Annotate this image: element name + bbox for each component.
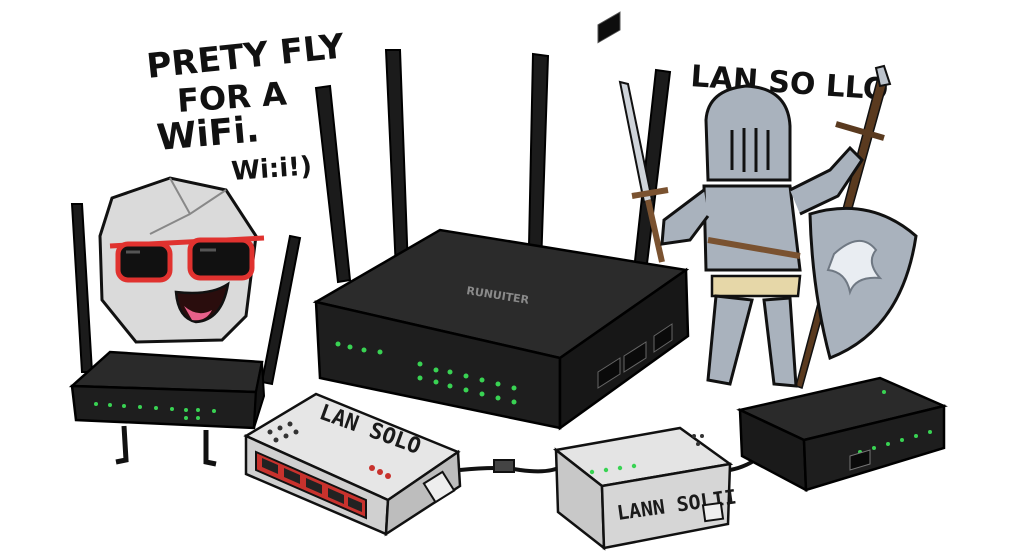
left-router [68, 203, 302, 467]
left-antenna-1 [70, 203, 94, 373]
sunglasses-icon [109, 235, 265, 283]
router-ethernet-ports [597, 11, 673, 389]
shield-eagle-emblem [826, 240, 883, 296]
hub-front-face [600, 462, 732, 550]
right-router-port [849, 449, 871, 471]
helmet-visor [730, 128, 770, 172]
main-router: RUNUITER [312, 11, 690, 431]
caption-line-2: FOR A [176, 74, 288, 120]
hub-leds [589, 463, 637, 475]
hub-vent-grid [692, 434, 704, 446]
caption-line-4: Wi:i!) [230, 151, 313, 187]
switch-ports [255, 450, 367, 520]
pretty-fly-caption: PRETY FLY FOR A WiFi. Wi:i!) [145, 26, 347, 187]
switch-status-leds [369, 465, 391, 479]
lan-solo-switch: LAN SOLO [243, 392, 462, 537]
left-antenna-2 [260, 234, 302, 386]
cable-connector [493, 459, 515, 473]
caption-line-3: WiFi. [155, 109, 261, 159]
shield-icon [808, 206, 918, 361]
lann-solii-hub: LANN SOLII [553, 426, 738, 551]
ethernet-cable-1 [459, 464, 564, 474]
switch-button-grid [267, 421, 299, 443]
sword-icon [618, 80, 669, 263]
knight-helmet [704, 84, 792, 182]
right-router [736, 376, 948, 493]
knight-character [618, 64, 918, 389]
left-router-leds [94, 402, 216, 420]
right-router-leds [858, 390, 932, 454]
router-led-row [335, 341, 517, 405]
knight-belt [707, 237, 801, 259]
left-router-legs [115, 425, 217, 467]
router-side-face [558, 267, 690, 431]
knight-torso [702, 184, 802, 272]
cool-box-character [98, 176, 265, 344]
